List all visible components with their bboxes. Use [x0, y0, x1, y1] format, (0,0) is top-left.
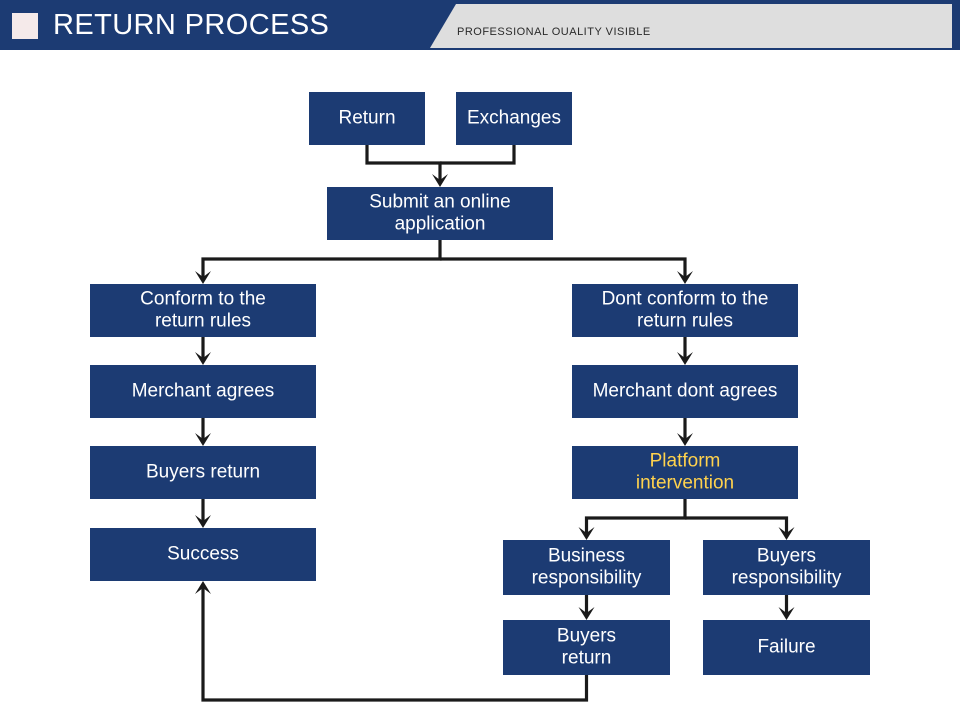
header-gray-panel [430, 4, 952, 48]
flow-node-label: Buyers [757, 546, 816, 567]
flow-node-label: Submit an online [369, 192, 511, 213]
flow-node-label: Failure [757, 637, 815, 658]
flow-edge-submit-to-conform [195, 240, 442, 284]
flow-node-label: Platform [650, 451, 721, 472]
flow-node-label: return rules [637, 311, 733, 332]
flow-edge-platform-to-buyers-resp [685, 516, 795, 540]
flow-edge-buyers-to-success [195, 499, 211, 528]
page-title: RETURN PROCESS [53, 9, 330, 41]
flow-edge-buyers-return-right-to-success [195, 581, 589, 702]
flow-node-merchant-agrees[interactable]: Merchant agrees [90, 365, 316, 418]
flow-edge-platform-to-business-resp [578, 499, 687, 540]
flow-node-label: Success [167, 544, 239, 565]
page-header: RETURN PROCESS PROFESSIONAL OUALITY VISI… [0, 0, 960, 56]
flow-edge-submit-to-dont-conform [440, 257, 693, 284]
flow-edge-merchant-dont-to-platform [677, 418, 693, 446]
flow-node-label: Conform to the [140, 289, 266, 310]
flow-node-label: return rules [155, 311, 251, 332]
flow-node-label: Dont conform to the [602, 289, 769, 310]
flow-node-success[interactable]: Success [90, 528, 316, 581]
flow-node-label: Merchant dont agrees [593, 381, 778, 402]
flow-edge-merchant-agrees-to-buyers [195, 418, 211, 446]
flow-node-label: application [395, 214, 486, 235]
flow-edge-business-resp-to-buyers-return [578, 595, 595, 620]
square-icon [12, 13, 38, 39]
header-subtitle: PROFESSIONAL OUALITY VISIBLE [457, 26, 651, 38]
edge-layer [195, 145, 795, 702]
flow-node-label: Return [338, 108, 395, 129]
flow-node-label: Buyers return [146, 462, 260, 483]
flow-edge-return-to-submit [365, 145, 448, 187]
flow-node-failure[interactable]: Failure [703, 620, 870, 675]
flow-node-label: responsibility [732, 568, 842, 589]
flow-node-buyers-return-left[interactable]: Buyers return [90, 446, 316, 499]
flow-node-label: Merchant agrees [132, 381, 275, 402]
flow-edge-exchanges-to-submit [440, 145, 516, 165]
flow-node-label: intervention [636, 473, 734, 494]
flow-node-label: Buyers [557, 626, 616, 647]
flow-node-return[interactable]: Return [309, 92, 425, 145]
flow-node-label: responsibility [532, 568, 642, 589]
flow-node-merchant-dont[interactable]: Merchant dont agrees [572, 365, 798, 418]
flow-node-exchanges[interactable]: Exchanges [456, 92, 572, 145]
flow-edge-dont-conform-to-merchant [677, 337, 693, 365]
flow-edge-conform-to-merchant-agrees [195, 337, 211, 365]
flow-node-label: Business [548, 546, 625, 567]
flow-node-label: Exchanges [467, 108, 561, 129]
flow-edge-buyers-resp-to-failure [778, 595, 795, 620]
flow-node-label: return [562, 648, 612, 669]
